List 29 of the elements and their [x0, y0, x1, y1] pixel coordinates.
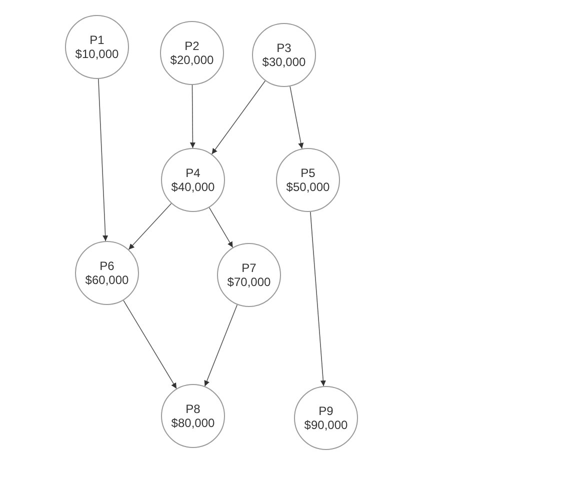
arrow [190, 84, 196, 148]
node-name: P3 [276, 41, 292, 55]
arrow [204, 304, 238, 387]
node-name: P6 [100, 259, 114, 273]
node-amount: $90,000 [304, 418, 348, 432]
arrow [123, 300, 177, 389]
arrow [310, 212, 326, 386]
node-circle [161, 148, 225, 212]
node-amount: $10,000 [75, 47, 119, 61]
node-name: P2 [184, 39, 200, 53]
arrow [98, 78, 108, 242]
node-amount: $70,000 [227, 275, 271, 289]
arrow [211, 80, 266, 155]
node-circle [75, 241, 139, 305]
node-amount: $60,000 [85, 273, 129, 287]
node-amount: $80,000 [171, 416, 215, 430]
node-name: P1 [90, 33, 104, 47]
node-name: P4 [186, 166, 200, 180]
node-name: P9 [318, 404, 334, 418]
arrow [128, 203, 172, 250]
node-amount: $30,000 [262, 55, 306, 69]
arrow [290, 86, 304, 149]
node-name: P5 [300, 166, 316, 180]
node-amount: $20,000 [170, 53, 214, 67]
node-amount: $50,000 [286, 180, 330, 194]
arrow [208, 207, 234, 248]
node-amount: $40,000 [171, 180, 215, 194]
node-name: P7 [242, 261, 256, 275]
node-name: P8 [186, 402, 200, 416]
